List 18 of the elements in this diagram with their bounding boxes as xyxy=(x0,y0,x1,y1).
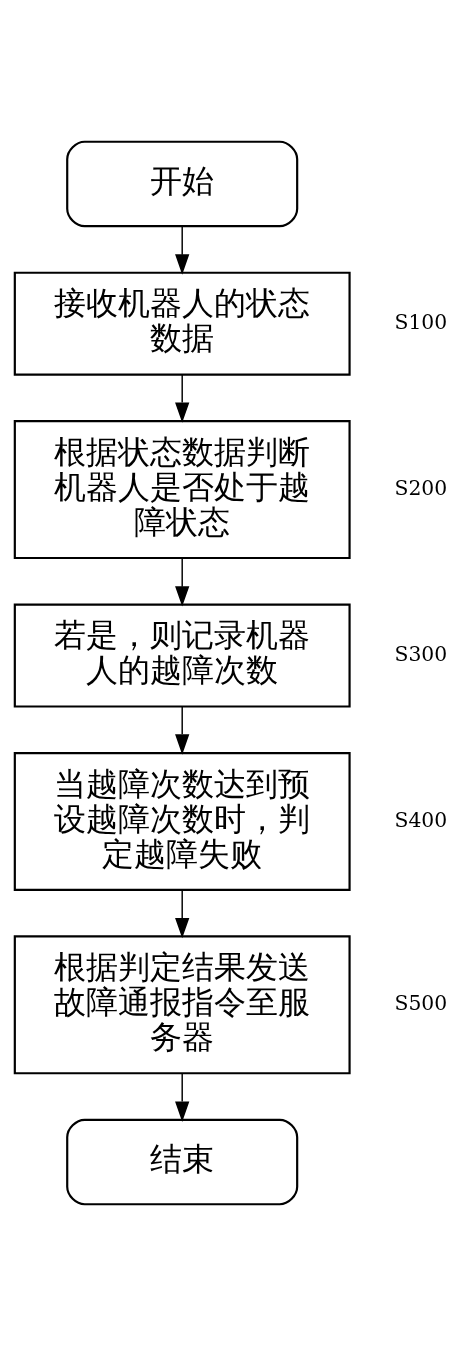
node-label: S300 xyxy=(393,641,447,666)
node-box: 结束 xyxy=(65,1118,298,1205)
arrow xyxy=(174,888,189,938)
node-box: 若是，则记录机器人的越障次数 xyxy=(13,603,351,708)
node-label: S100 xyxy=(393,309,447,334)
arrow xyxy=(174,1072,189,1122)
node-box: 根据状态数据判断机器人是否处于越障状态 xyxy=(13,419,351,559)
arrow xyxy=(174,373,189,423)
node-box: 根据判定结果发送故障通报指令至服务器 xyxy=(13,934,351,1074)
node-label: S400 xyxy=(393,807,447,832)
node-label: S200 xyxy=(393,475,447,500)
arrow xyxy=(174,557,189,607)
node-box: 开始 xyxy=(65,140,298,227)
node-label: S500 xyxy=(393,990,447,1015)
arrow xyxy=(174,225,189,275)
node-box: 当越障次数达到预设越障次数时，判定越障失败 xyxy=(13,751,351,891)
arrow xyxy=(174,705,189,755)
node-box: 接收机器人的状态数据 xyxy=(13,271,351,376)
